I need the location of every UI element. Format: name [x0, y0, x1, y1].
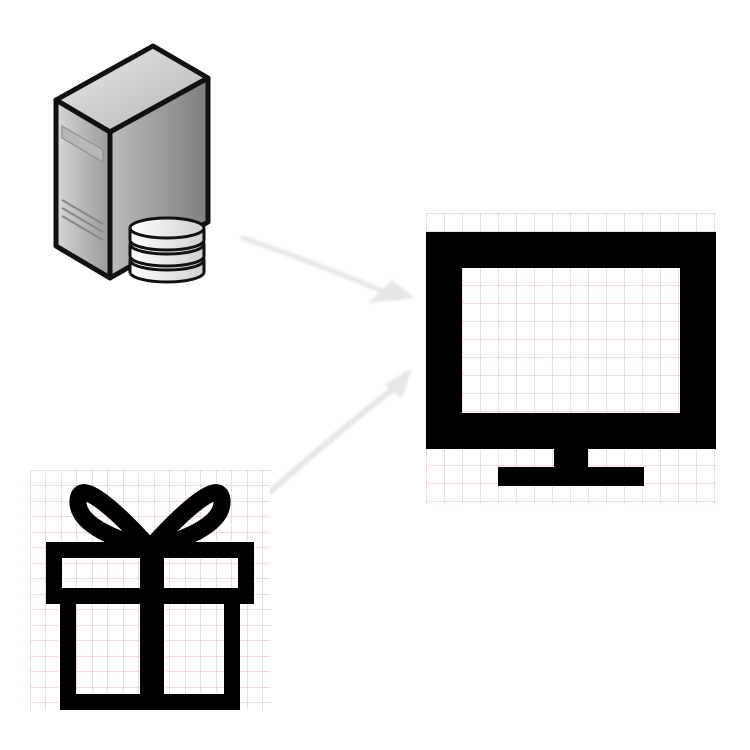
monitor-icon [426, 213, 716, 503]
database-stack-icon [128, 216, 206, 284]
server-database-icon [53, 43, 211, 284]
edge-gift-to-monitor [267, 368, 412, 495]
server-node [48, 40, 218, 285]
arrowhead [384, 368, 412, 398]
edge-server-to-monitor [240, 235, 415, 303]
gift-icon [30, 470, 270, 710]
monitor-node [426, 213, 716, 503]
arrowhead [368, 280, 415, 303]
gift-node [30, 470, 270, 710]
